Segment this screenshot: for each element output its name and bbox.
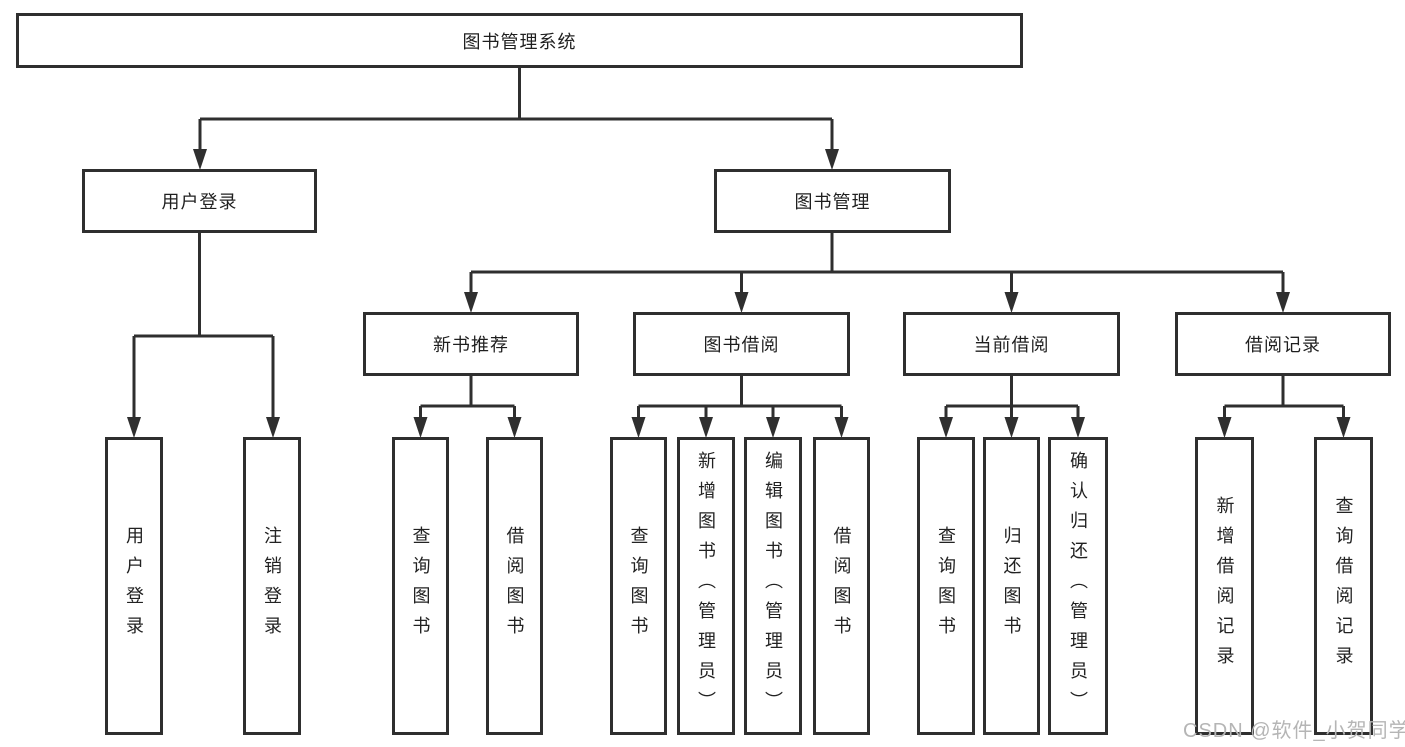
connector-records-to-leaves [1223, 376, 1345, 420]
leaf-query-books-current-label: 查询图书 [936, 526, 956, 646]
leaf-add-borrow-record: 新增借阅记录 [1195, 437, 1254, 735]
arrowheads-borrow-leaves [631, 417, 849, 438]
leaf-query-books-current: 查询图书 [917, 437, 975, 735]
arrowheads-recommend-leaves [413, 417, 522, 438]
arrowheads-records-leaves [1217, 417, 1351, 438]
leaf-return-book-label: 归还图书 [1001, 526, 1022, 646]
leaf-logout: 注销登录 [243, 437, 301, 735]
arrowheads-login-leaves [127, 417, 280, 438]
connector-borrow-to-leaves [637, 376, 843, 420]
leaf-borrow-books-borrow-label: 借阅图书 [831, 526, 852, 646]
connector-root-to-level2 [198, 68, 834, 152]
leaf-query-books-recommend: 查询图书 [392, 437, 449, 735]
node-borrow-records: 借阅记录 [1175, 312, 1391, 376]
arrowheads-current-leaves [939, 417, 1085, 438]
arrowheads-groups [464, 292, 1290, 313]
node-user-login: 用户登录 [82, 169, 317, 233]
node-book-management: 图书管理 [714, 169, 951, 233]
leaf-confirm-return-admin-label: 确认归还（管理员） [1068, 451, 1088, 721]
leaf-borrow-books-recommend: 借阅图书 [486, 437, 543, 735]
leaf-add-borrow-record-label: 新增借阅记录 [1214, 496, 1235, 676]
leaf-borrow-books-borrow: 借阅图书 [813, 437, 870, 735]
leaf-add-book-admin: 新增图书（管理员） [677, 437, 735, 735]
leaf-user-login-label: 用户登录 [124, 526, 144, 646]
leaf-edit-book-admin: 编辑图书（管理员） [744, 437, 802, 735]
leaf-add-book-admin-label: 新增图书（管理员） [696, 451, 716, 721]
node-library-management-system: 图书管理系统 [16, 13, 1023, 68]
connector-login-to-leaves [132, 233, 275, 420]
leaf-query-books-borrow: 查询图书 [610, 437, 667, 735]
arrowheads-level2 [193, 149, 839, 170]
leaf-edit-book-admin-label: 编辑图书（管理员） [763, 451, 783, 721]
node-new-book-recommend: 新书推荐 [363, 312, 579, 376]
leaf-query-borrow-record-label: 查询借阅记录 [1333, 496, 1354, 676]
node-book-borrow: 图书借阅 [633, 312, 850, 376]
connector-recommend-to-leaves [419, 376, 516, 420]
leaf-confirm-return-admin: 确认归还（管理员） [1048, 437, 1108, 735]
leaf-query-borrow-record: 查询借阅记录 [1314, 437, 1373, 735]
leaf-query-books-borrow-label: 查询图书 [628, 526, 649, 646]
csdn-watermark: CSDN @软件_小贺同学 [1183, 720, 1405, 742]
connector-mgmt-to-groups [469, 233, 1285, 295]
connector-current-to-leaves [944, 376, 1080, 420]
leaf-logout-label: 注销登录 [262, 526, 282, 646]
leaf-user-login: 用户登录 [105, 437, 163, 735]
leaf-return-book: 归还图书 [983, 437, 1040, 735]
leaf-query-books-recommend-label: 查询图书 [410, 526, 431, 646]
node-current-borrow: 当前借阅 [903, 312, 1120, 376]
leaf-borrow-books-recommend-label: 借阅图书 [504, 526, 525, 646]
